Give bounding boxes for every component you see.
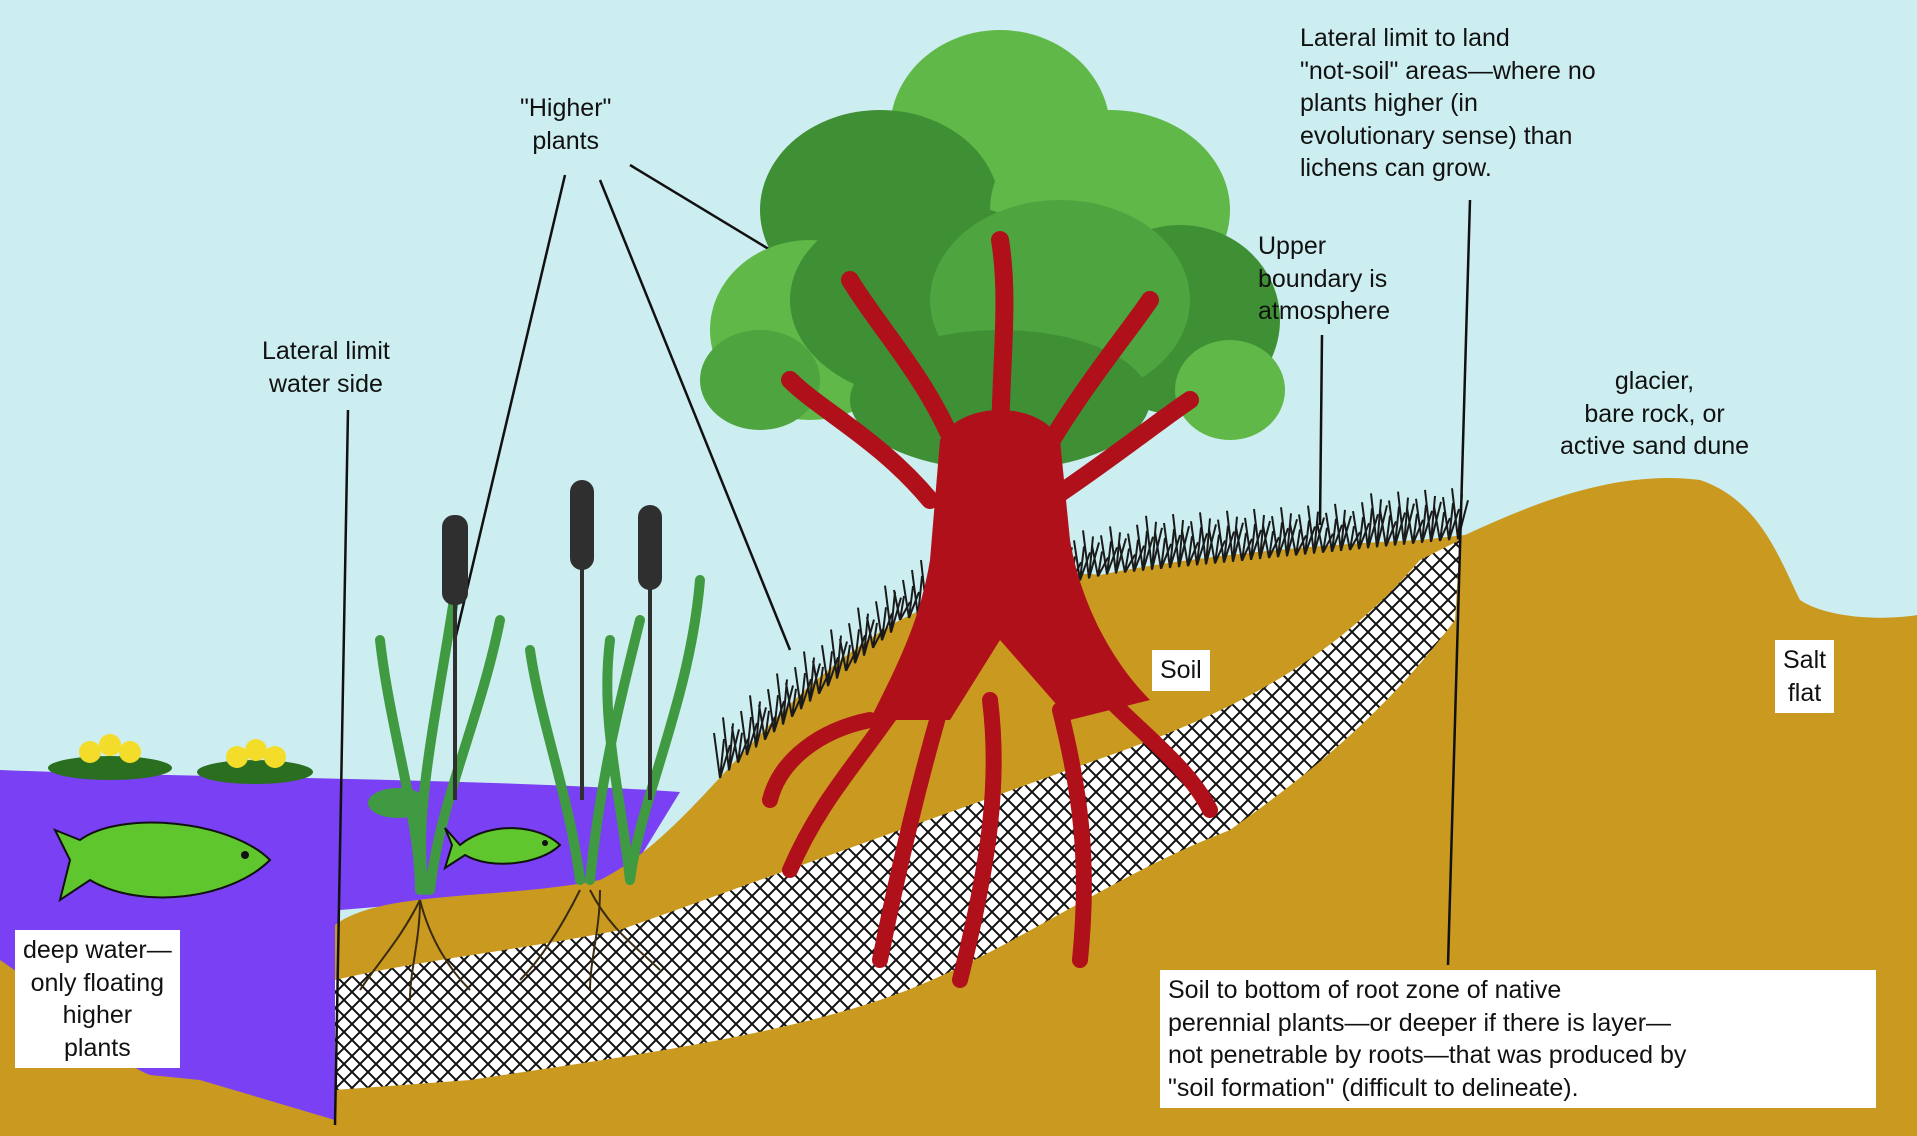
- upper-boundary-label: Upper boundary is atmosphere: [1258, 230, 1390, 328]
- lateral-limit-water-label: Lateral limit water side: [262, 335, 390, 400]
- salt-flat-label: Salt flat: [1775, 640, 1834, 713]
- glacier-label: glacier, bare rock, or active sand dune: [1560, 365, 1749, 463]
- higher-plants-label: "Higher" plants: [520, 92, 611, 157]
- soil-label: Soil: [1152, 650, 1210, 691]
- root-zone-label: Soil to bottom of root zone of native pe…: [1160, 970, 1876, 1108]
- deep-water-label: deep water— only floating higher plants: [15, 930, 180, 1068]
- lateral-limit-land-label: Lateral limit to land "not-soil" areas—w…: [1300, 22, 1596, 185]
